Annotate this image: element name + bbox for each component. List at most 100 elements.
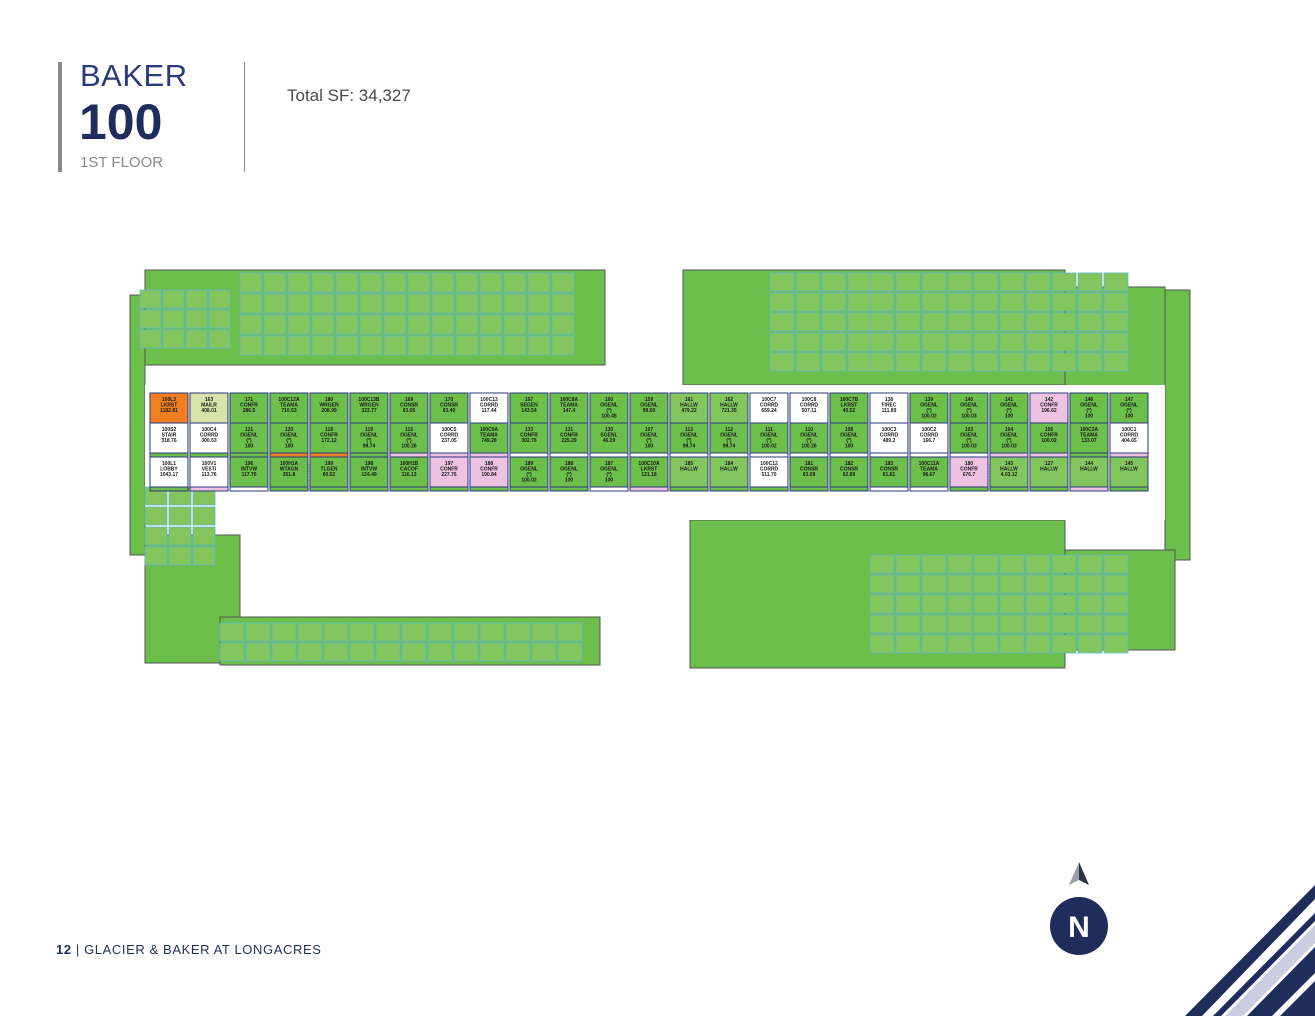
workstations-north-east-b-cell <box>1077 312 1103 332</box>
room-label: 119 <box>365 427 373 433</box>
room-label: 100.02 <box>521 478 537 484</box>
workstations-south-east-cell <box>973 574 999 594</box>
room-fill <box>189 392 229 424</box>
room-label: 100.03 <box>961 444 977 450</box>
room-fill <box>149 456 189 488</box>
room-fill <box>149 422 189 454</box>
workstations-north-east-b-cell <box>1025 312 1051 332</box>
workstations-north-west-cell <box>479 293 503 314</box>
room-label: 118 <box>325 427 333 433</box>
workstations-north-east-b-cell <box>973 292 999 312</box>
workstations-north-east-a-cell <box>821 352 847 372</box>
room-label: 237.05 <box>441 438 457 444</box>
room-label: OGENL <box>640 403 658 409</box>
workstations-north-east-b-cell <box>947 332 973 352</box>
room-label: 108 <box>845 427 854 433</box>
room-fill <box>309 392 349 424</box>
workstations-north-west-cell <box>239 272 263 293</box>
room-label: 100 <box>1005 414 1014 420</box>
workstations-south-west-cell <box>453 622 479 642</box>
workstations-north-west-cell <box>287 293 311 314</box>
room-label: 121.18 <box>641 472 657 478</box>
workstations-north-west-cell <box>239 293 263 314</box>
workstations-south-east-cell <box>869 594 895 614</box>
workstations-north-west-cell <box>431 293 455 314</box>
room-label: 188 <box>565 461 574 467</box>
room-label: CONFR <box>440 467 458 473</box>
room-fill <box>989 392 1029 424</box>
workstations-north-west-cell <box>455 314 479 335</box>
workstations-north-corner-cell <box>185 289 208 309</box>
workstations-north-east-b-cell <box>869 272 895 292</box>
room-label: WRGEN <box>319 403 339 409</box>
workstations-north-east-a-cell <box>769 312 795 332</box>
room-label: 124.49 <box>361 472 377 478</box>
workstations-south-west-cell <box>401 642 427 662</box>
room-label: 100.48 <box>601 414 617 420</box>
room-label: 183 <box>885 461 894 467</box>
room-fill <box>549 456 589 488</box>
room-label: 107 <box>645 427 654 433</box>
room-label: CONSR <box>880 467 898 473</box>
room-fill <box>829 456 869 488</box>
room-label: HALLW <box>1120 467 1138 473</box>
room-label: 138 <box>885 397 894 403</box>
room-label: CONSR <box>800 467 818 473</box>
room-label: (*) <box>646 438 652 444</box>
room-label: 147.4 <box>563 408 576 414</box>
workstations-north-east-b-cell <box>1025 332 1051 352</box>
workstations-south-east-cell <box>869 554 895 574</box>
workstations-north-corner-cell <box>139 329 162 349</box>
workstations-north-west-cell <box>383 293 407 314</box>
workstations-south-east-cell <box>921 614 947 634</box>
room-label: 113.76 <box>201 472 216 478</box>
room-fill <box>829 392 869 424</box>
workstations-south-west-cell <box>505 622 531 642</box>
room-label: 182 <box>845 461 854 467</box>
room-label: HALLW <box>680 467 698 473</box>
workstations-north-west-cell <box>311 335 335 356</box>
total-square-feet: Total SF: 34,327 <box>287 86 411 105</box>
room-label: CACOF <box>400 467 418 473</box>
room-label: 199 <box>325 461 334 467</box>
room-label: WTAGN <box>280 467 299 473</box>
workstations-north-east-b-cell <box>1103 332 1129 352</box>
room-label: HALLW <box>680 403 698 409</box>
workstations-north-east-b-cell <box>895 312 921 332</box>
workstations-south-west-cell <box>323 642 349 662</box>
workstations-north-east-b-cell <box>973 272 999 292</box>
room-label: (*) <box>1086 408 1092 414</box>
room-fill <box>829 422 869 454</box>
workstations-west-cell <box>144 506 168 526</box>
workstations-north-east-b-cell <box>1051 332 1077 352</box>
room-label: 225.29 <box>561 438 577 444</box>
room-label: 184 <box>725 461 734 467</box>
workstations-north-corner-cell <box>208 289 231 309</box>
room-label: 100H1A <box>280 461 299 467</box>
workstations-north-east-a-cell <box>847 292 873 312</box>
room-fill <box>709 422 749 454</box>
workstations-north-west-cell <box>239 335 263 356</box>
workstations-north-east-b-cell <box>999 272 1025 292</box>
room-label: 100 <box>285 444 294 450</box>
room-label: 351.8 <box>283 472 296 478</box>
room-label: OGENL <box>680 433 698 439</box>
room-label: (*) <box>406 438 412 444</box>
room-fill <box>749 422 789 454</box>
workstations-north-east-b-cell <box>895 352 921 372</box>
workstations-north-east-a-cell <box>795 352 821 372</box>
room-label: VESTI <box>202 467 217 473</box>
room-fill <box>549 422 589 454</box>
room-label: 133 <box>525 427 534 433</box>
room-label: 227.76 <box>441 472 457 478</box>
